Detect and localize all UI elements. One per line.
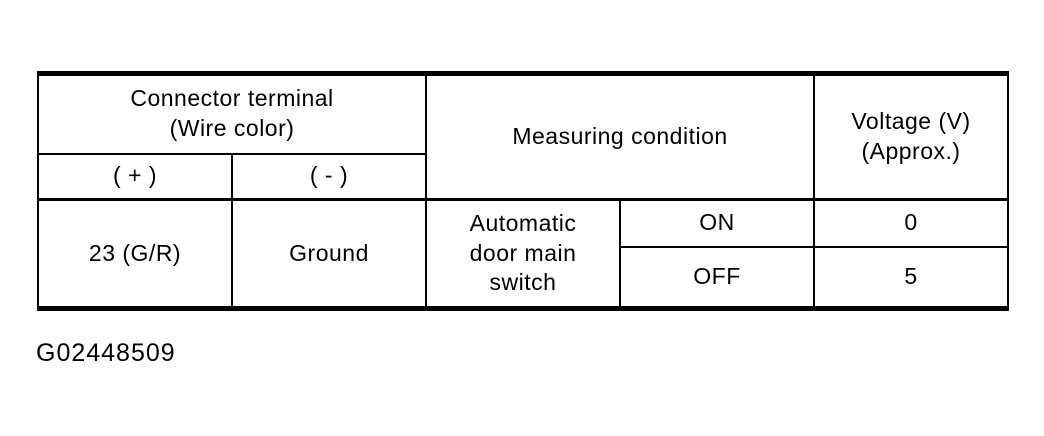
voltage-spec-table: Connector terminal (Wire color) Measurin… [37,71,1009,311]
cell-condition-name: Automatic door main switch [425,198,621,310]
header-row-polarity: ( + ) ( - ) [37,152,1008,201]
header-voltage: Voltage (V) (Approx.) [813,72,1009,201]
cell-voltage-on: 0 [813,198,1009,248]
header-plus-terminal: ( + ) [37,152,233,201]
cell-switch-state-on: ON [619,198,815,248]
cell-terminal-plus: 23 (G/R) [37,198,233,310]
data-row-on: 23 (G/R) Ground Automatic door main swit… [37,198,1009,310]
data-row-off: OFF 5 [38,245,1009,310]
header-row-top: Connector terminal (Wire color) Measurin… [37,72,1009,201]
header-minus-terminal: ( - ) [231,152,427,201]
cell-switch-state-off: OFF [619,245,815,310]
figure-id-label: G02448509 [36,339,176,367]
cell-voltage-off: 5 [813,245,1009,310]
header-connector-terminal: Connector terminal (Wire color) [37,72,427,155]
header-measuring-condition: Measuring condition [425,72,815,201]
cell-terminal-minus: Ground [231,198,427,310]
